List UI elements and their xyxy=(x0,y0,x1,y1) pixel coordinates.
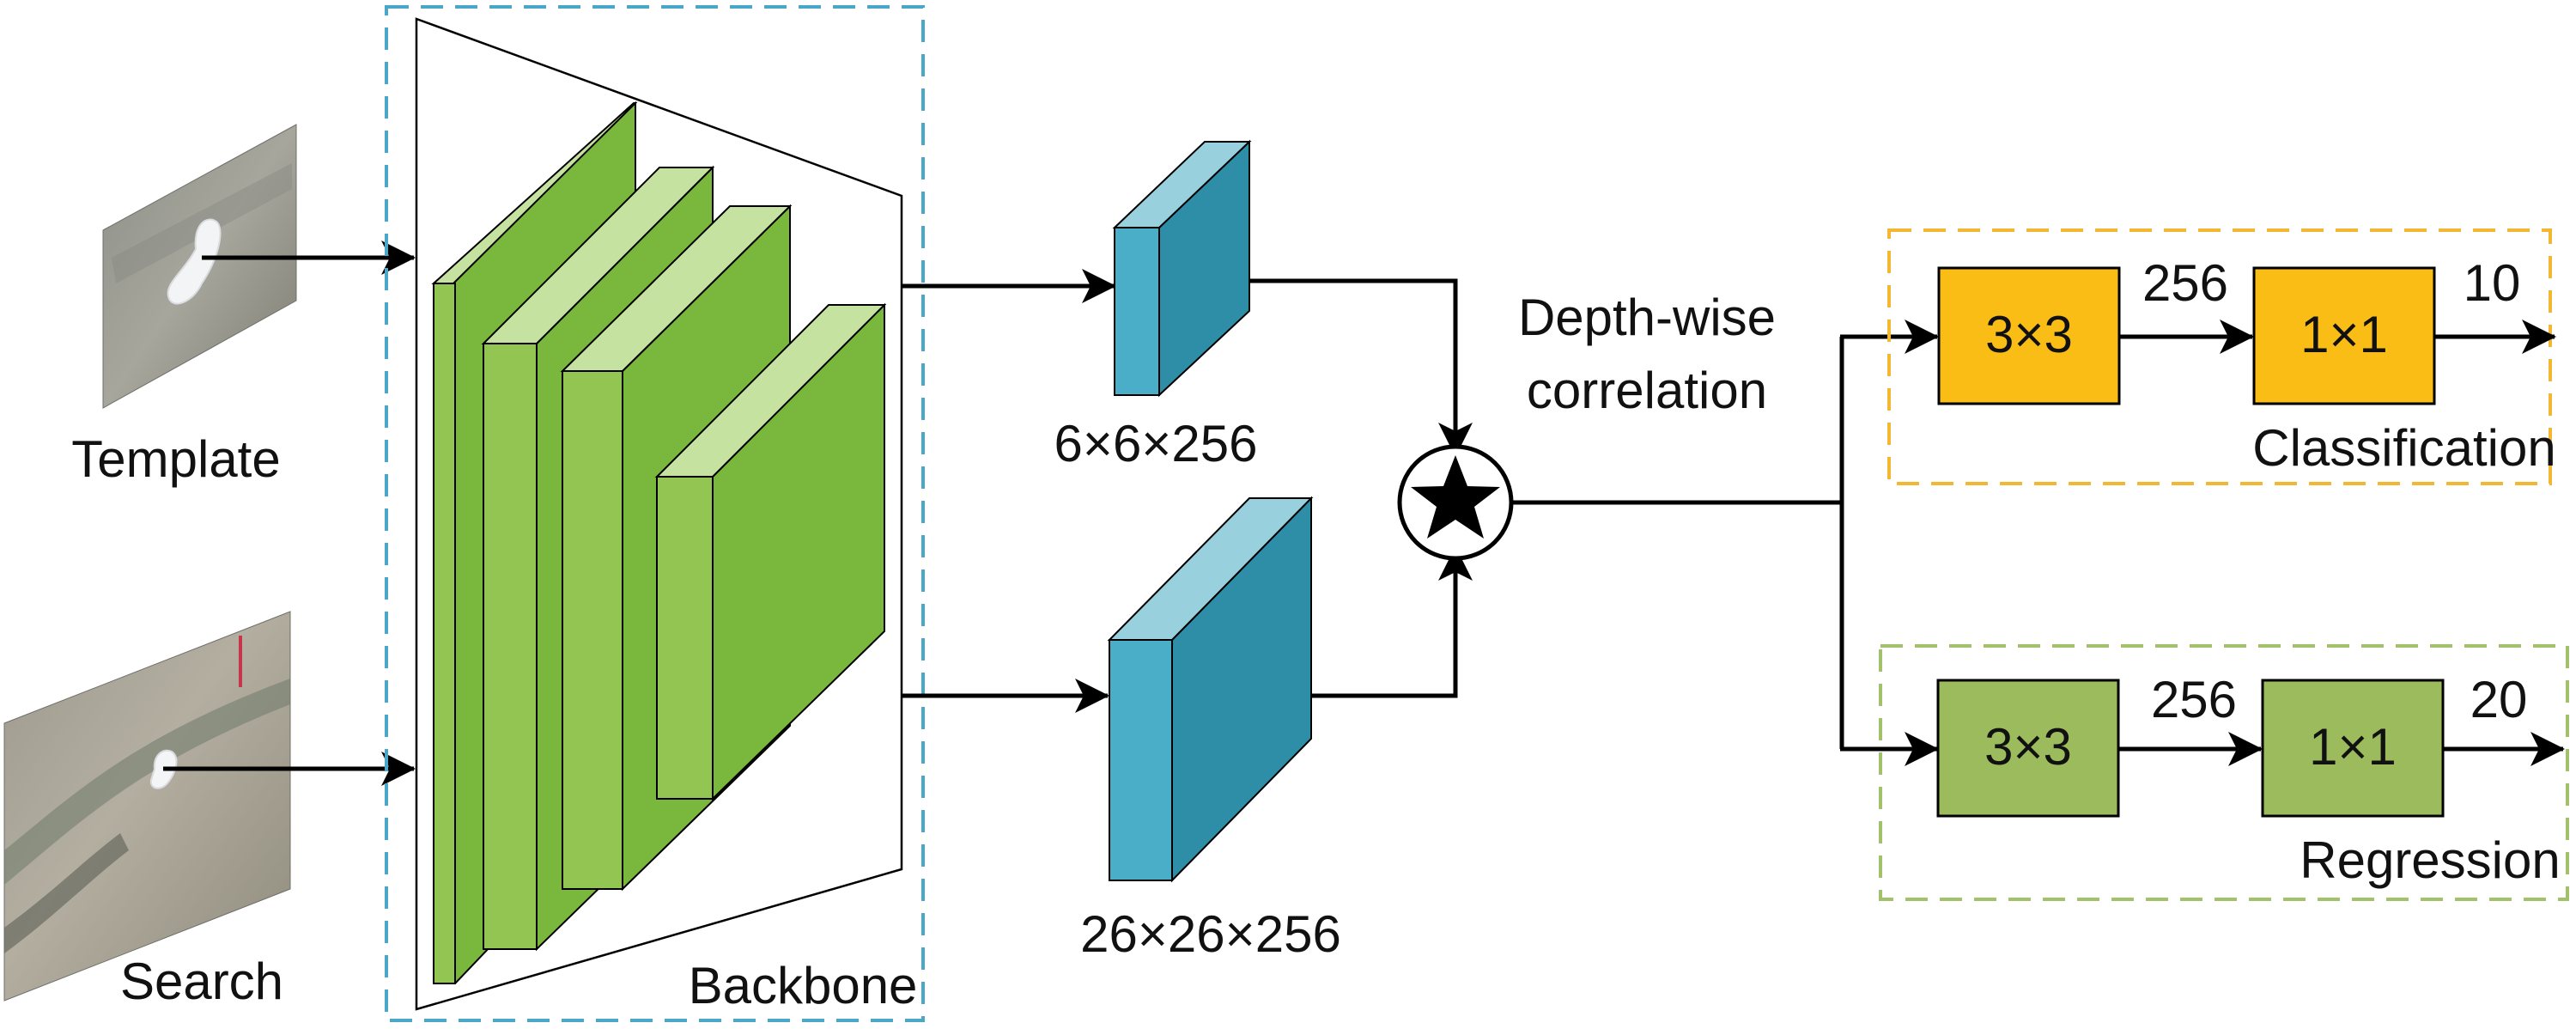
correlation-operator-icon xyxy=(1397,444,1514,561)
reg-channels-label: 256 xyxy=(2151,671,2237,728)
classification-container xyxy=(1887,228,2552,485)
backbone-label: Backbone xyxy=(689,957,918,1014)
reg-conv3x3-label: 3×3 xyxy=(1984,718,2072,776)
cls-conv3x3-box xyxy=(1937,266,2121,405)
reg-conv3x3-box xyxy=(1936,679,2120,818)
regression-container xyxy=(1879,644,2569,901)
cls-conv1x1-box xyxy=(2252,266,2436,405)
template-image xyxy=(102,124,297,409)
correlation-label-line1: Depth-wise xyxy=(1518,289,1776,346)
classification-label: Classification xyxy=(2252,419,2555,477)
cls-channels-label: 256 xyxy=(2142,254,2228,312)
search-image xyxy=(3,611,291,1002)
cls-conv1x1-label: 1×1 xyxy=(2300,306,2388,363)
cls-output-label: 10 xyxy=(2464,254,2521,312)
template-feature-dims: 6×6×256 xyxy=(1054,415,1258,472)
reg-conv1x1-box xyxy=(2261,679,2445,818)
cls-conv3x3-label: 3×3 xyxy=(1985,306,2073,363)
regression-label: Regression xyxy=(2300,831,2561,889)
template-feature-block xyxy=(1112,139,1252,398)
reg-output-label: 20 xyxy=(2470,671,2528,728)
backbone-container xyxy=(385,5,925,1022)
correlation-label-line2: correlation xyxy=(1527,362,1767,419)
template-label: Template xyxy=(71,430,280,488)
search-label: Search xyxy=(120,953,283,1010)
template-to-correlation-line xyxy=(1249,278,1473,457)
reg-conv1x1-label: 1×1 xyxy=(2309,718,2397,776)
backbone-layer-4 xyxy=(654,302,887,801)
search-feature-block xyxy=(1107,496,1314,883)
search-to-correlation-line xyxy=(1311,546,1473,698)
search-feature-dims: 26×26×256 xyxy=(1080,905,1341,963)
